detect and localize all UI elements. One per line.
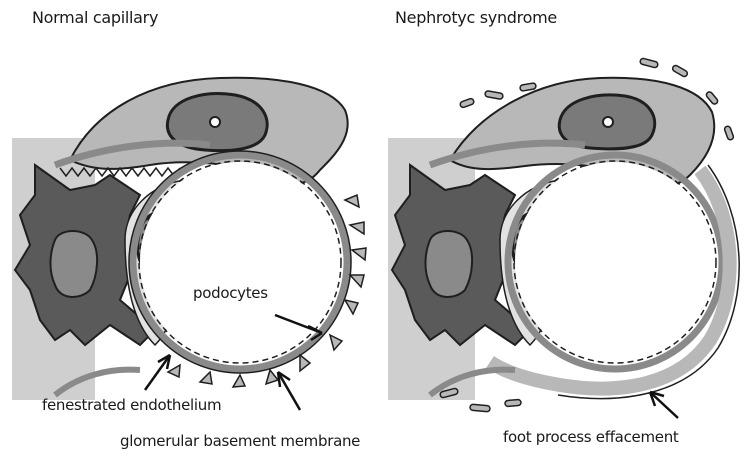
nucleolus-left [210, 117, 220, 127]
label-podocytes: podocytes [193, 284, 268, 302]
nephrotic-capillary-figure [388, 58, 739, 418]
label-glomerular-basement-membrane: glomerular basement membrane [120, 432, 360, 450]
capillary-lumen-left [140, 162, 340, 362]
pointer-arrows-right [650, 392, 678, 418]
title-nephrotic-syndrome: Nephrotyc syndrome [395, 8, 557, 27]
label-fenestrated-endothelium: fenestrated endothelium [42, 396, 221, 414]
normal-capillary-figure [12, 78, 366, 410]
title-normal-capillary: Normal capillary [32, 8, 158, 27]
nucleolus-right [603, 117, 613, 127]
label-foot-process-effacement: foot process effacement [503, 428, 678, 446]
mesangial-nucleus-left [50, 231, 97, 297]
capillary-lumen-right [515, 162, 715, 362]
mesangial-nucleus-right [425, 231, 472, 297]
